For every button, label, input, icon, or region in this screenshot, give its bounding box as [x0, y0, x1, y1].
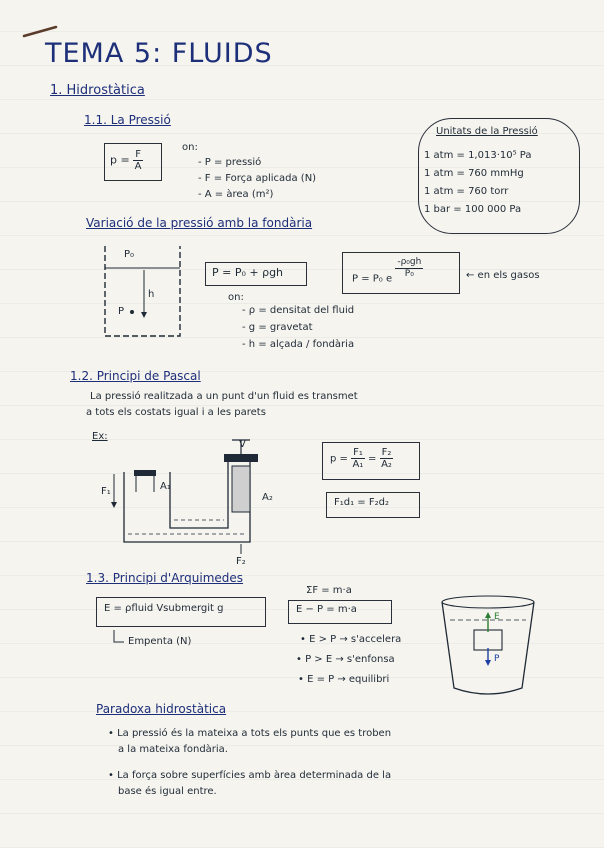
pressure-def-1: - P = pressió [198, 157, 262, 168]
figure-h-label: h [148, 289, 155, 300]
units-title: Unitats de la Pressió [436, 126, 538, 137]
pressure-def-3: - A = àrea (m²) [198, 189, 274, 200]
paradox-bullet-1-line-1: • La pressió és la mateixa a tots els pu… [108, 728, 392, 739]
pascal-formula-d1: A₁ [352, 459, 364, 470]
gas-formula: P = P₀ e -ρ₀gh P₀ [352, 257, 424, 285]
press-f1-label: F₁ [101, 486, 111, 497]
section-hidrostatica-heading: 1. Hidrostàtica [50, 83, 145, 98]
archimedes-case-3: • E = P → equilibri [298, 674, 390, 685]
archimedes-case-2: • P > E → s'enfonsa [296, 654, 395, 665]
pascal-text-line-1: La pressió realitzada a un punt d'un flu… [90, 391, 358, 402]
variation-heading: Variació de la pressió amb la fondària [86, 216, 313, 230]
newton-sum: ΣF = m·a [306, 585, 352, 596]
pressure-formula-lhs: p = [110, 153, 130, 167]
section-pressio-heading: 1.1. La Pressió [84, 113, 171, 127]
hydraulic-press-figure [111, 439, 258, 554]
empenta-arrow [113, 630, 124, 643]
empenta-label: Empenta (N) [128, 636, 192, 647]
pascal-work-formula-box [326, 492, 420, 518]
section-paradox-heading: Paradoxa hidrostàtica [96, 702, 227, 716]
units-line-2: 1 atm = 760 mmHg [424, 168, 524, 179]
press-a2-label: A₂ [262, 492, 273, 503]
pascal-formula-frac-1: F₁ A₁ [351, 447, 365, 470]
pascal-text-line-2: a tots els costats igual i a les parets [86, 407, 266, 418]
gas-formula-exp-den: P₀ [404, 269, 414, 279]
section-pascal-heading: 1.2. Principi de Pascal [70, 369, 201, 383]
pressure-formula-num: F [133, 149, 143, 161]
pascal-formula-lhs: p = [330, 453, 348, 465]
depth-def-1: - ρ = densitat del fluid [242, 305, 355, 316]
units-cloud-box [418, 118, 580, 234]
gas-formula-lhs: P = P₀ e [352, 273, 393, 285]
pascal-formula-n2: F₂ [379, 447, 394, 459]
depth-formula-box [205, 262, 307, 286]
gas-note: ← en els gasos [466, 270, 540, 281]
archimedes-net-formula-box [288, 600, 392, 624]
depth-on-label: on: [228, 292, 244, 303]
pascal-formula-frac-2: F₂ A₂ [379, 447, 394, 470]
submerged-block-figure [441, 595, 535, 695]
pen-stroke-decoration [22, 25, 58, 38]
archimedes-net-formula: E − P = m·a [296, 604, 357, 615]
depth-def-3: - h = alçada / fondària [242, 339, 355, 350]
pascal-example-label: Ex: [92, 431, 108, 442]
section-arquimedes-heading: 1.3. Principi d'Arquimedes [86, 571, 244, 585]
pressure-on-label: on: [182, 142, 198, 153]
units-line-1: 1 atm = 1,013·10⁵ Pa [424, 150, 532, 161]
press-v-label: V [239, 439, 246, 450]
archimedes-formula-box [96, 597, 266, 627]
pascal-formula: p = F₁ A₁ = F₂ A₂ [330, 447, 394, 470]
pressure-formula-fraction: F A [133, 149, 143, 172]
press-f2-label: F₂ [236, 556, 246, 567]
pressure-def-2: - F = Força aplicada (N) [198, 173, 317, 184]
depth-formula: P = P₀ + ρgh [212, 266, 284, 279]
archimedes-formula: E = ρfluid Vsubmergit g [104, 603, 224, 614]
figure-p-weight-label: P [494, 654, 500, 664]
page-title: TEMA 5: FLUIDS [45, 38, 273, 69]
pascal-formula-n1: F₁ [351, 447, 365, 459]
pascal-formula-d2: A₂ [381, 459, 392, 470]
pressure-formula-box [104, 143, 162, 181]
paradox-bullet-1-line-2: a la mateixa fondària. [118, 744, 228, 755]
pascal-work-formula: F₁d₁ = F₂d₂ [334, 497, 389, 508]
paradox-bullet-2-line-2: base és igual entre. [118, 786, 217, 797]
container-depth-figure [104, 246, 181, 337]
units-line-4: 1 bar = 100 000 Pa [424, 204, 522, 215]
pascal-formula-eq: = [368, 453, 377, 465]
pressure-formula: p = F A [110, 149, 143, 172]
depth-def-2: - g = gravetat [242, 322, 313, 333]
gas-formula-exponent: -ρ₀gh P₀ [395, 257, 424, 280]
press-a1-label: A₁ [160, 481, 171, 492]
paradox-bullet-2-line-1: • La força sobre superfícies amb àrea de… [108, 770, 392, 781]
pascal-formula-box [322, 442, 420, 480]
units-line-3: 1 atm = 760 torr [424, 186, 509, 197]
pressure-formula-den: A [134, 161, 142, 172]
figure-p0-label: P₀ [124, 249, 135, 260]
figure-p-label: P [118, 306, 125, 317]
gas-formula-box [342, 252, 460, 294]
gas-formula-exp-num: -ρ₀gh [395, 257, 424, 269]
figure-e-label: E [494, 612, 500, 622]
archimedes-case-1: • E > P → s'accelera [300, 634, 402, 645]
